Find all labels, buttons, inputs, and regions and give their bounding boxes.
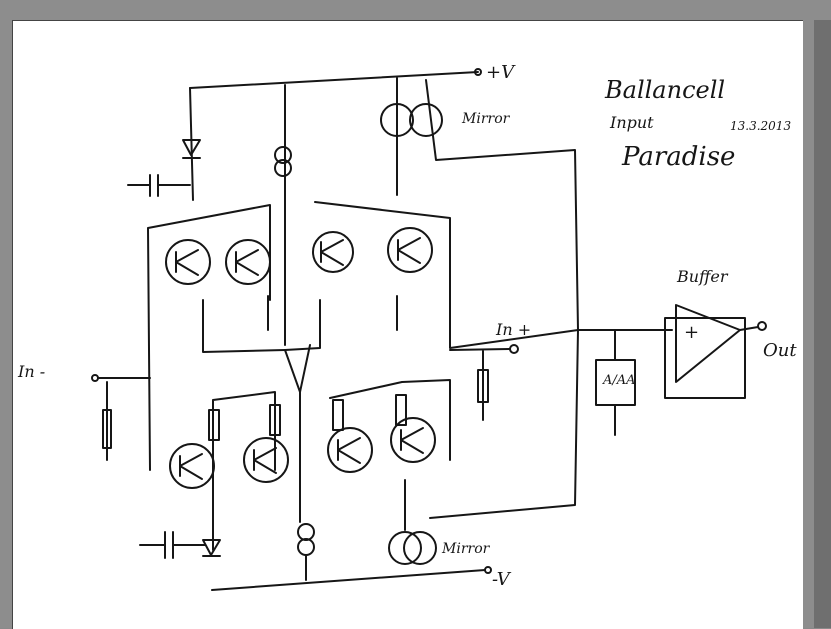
output-capacitor-box bbox=[595, 329, 636, 436]
left-upper-wire bbox=[189, 87, 194, 201]
opamp-plus-label: + bbox=[684, 322, 699, 343]
positive-rail bbox=[189, 71, 479, 89]
q8-symbol bbox=[400, 427, 424, 454]
q3-symbol bbox=[320, 239, 344, 266]
q6-symbol bbox=[253, 447, 277, 474]
scan-edge bbox=[814, 20, 831, 628]
transistor-q2 bbox=[225, 239, 271, 285]
bottom-mirror-a bbox=[388, 531, 422, 565]
title-label: Ballancell bbox=[604, 76, 725, 104]
crossover-wires bbox=[284, 344, 311, 523]
center-source-top-a bbox=[274, 146, 292, 164]
lower-left-resistors bbox=[208, 404, 281, 441]
lower-diode bbox=[202, 539, 221, 557]
bottom-source-a bbox=[297, 523, 315, 541]
top-diode bbox=[182, 139, 201, 159]
q2-symbol bbox=[235, 249, 259, 276]
transistor-q1 bbox=[165, 239, 211, 285]
q7-symbol bbox=[337, 437, 361, 464]
negative-rail bbox=[211, 569, 486, 591]
buffer-box bbox=[664, 317, 746, 399]
bottom-mirror-b bbox=[403, 531, 437, 565]
lower-right-box bbox=[329, 379, 451, 461]
mirror-top-label: Mirror bbox=[461, 111, 511, 127]
buffer-opamp bbox=[675, 304, 741, 383]
transistor-q5 bbox=[169, 443, 215, 489]
upper-left-resistors bbox=[202, 295, 286, 353]
upper-right-resistors bbox=[284, 295, 398, 351]
top-capacitor bbox=[127, 174, 191, 197]
buffer-output bbox=[739, 326, 759, 331]
in-minus-resistor bbox=[102, 381, 112, 461]
lower-right-resistors bbox=[332, 394, 407, 431]
heading-label: Paradise bbox=[621, 142, 735, 172]
capacitor-label: A/AA bbox=[602, 373, 636, 388]
minus-v-label: -V bbox=[492, 569, 512, 590]
in-plus-terminal bbox=[509, 344, 519, 354]
transistor-q3 bbox=[312, 231, 354, 273]
in-plus-resistor bbox=[477, 369, 489, 403]
top-mirror-b bbox=[409, 103, 443, 137]
in-minus-label: In - bbox=[17, 362, 45, 381]
lower-left-box bbox=[212, 391, 276, 551]
paper-sheet bbox=[12, 20, 803, 629]
minus-v-terminal bbox=[484, 566, 492, 574]
transistor-q8 bbox=[390, 417, 436, 463]
top-mirror-wire bbox=[396, 77, 579, 331]
bottom-mirror-wire bbox=[404, 329, 579, 531]
upper-right-box bbox=[314, 201, 579, 349]
bottom-source-b bbox=[297, 538, 315, 556]
q1-symbol bbox=[175, 249, 199, 276]
plus-v-terminal bbox=[474, 68, 482, 76]
subtitle-label: Input bbox=[609, 113, 654, 132]
plus-v-label: +V bbox=[486, 62, 516, 83]
in-plus-label: In + bbox=[495, 320, 531, 339]
center-source-top-b bbox=[274, 159, 292, 177]
date-label: 13.3.2013 bbox=[730, 119, 791, 133]
transistor-q4 bbox=[387, 227, 433, 273]
out-label: Out bbox=[763, 340, 797, 361]
mirror-bottom-label: Mirror bbox=[441, 541, 491, 557]
q4-symbol bbox=[397, 237, 421, 264]
out-terminal bbox=[757, 321, 767, 331]
buffer-label: Buffer bbox=[676, 267, 729, 286]
transistor-q6 bbox=[243, 437, 289, 483]
transistor-q7 bbox=[327, 427, 373, 473]
q5-symbol bbox=[179, 453, 203, 480]
in-plus-wire bbox=[449, 348, 511, 421]
lower-capacitor bbox=[139, 531, 206, 559]
